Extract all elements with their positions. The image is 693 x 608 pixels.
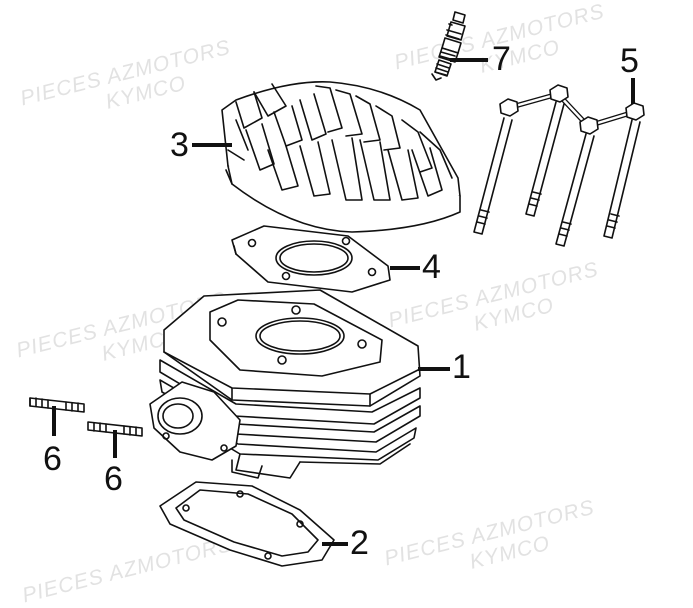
callout-3-cylinder-head: 3 [170, 126, 189, 164]
base-gasket-part[interactable] [159, 481, 335, 567]
callout-6-stud-right: 6 [104, 460, 123, 498]
callout-7-spark-plug: 7 [492, 40, 511, 78]
callout-2-base-gasket: 2 [350, 524, 369, 562]
spark-plug-part[interactable] [431, 11, 466, 81]
cylinder-head-part[interactable] [221, 81, 461, 233]
stud-right-part[interactable] [87, 421, 143, 437]
head-gasket-part[interactable] [231, 225, 391, 293]
leader-lines [52, 58, 635, 546]
callout-5-head-bolts: 5 [620, 42, 639, 80]
callout-6-stud-left: 6 [43, 440, 62, 478]
head-bolts-part[interactable] [473, 84, 645, 247]
stud-left-part[interactable] [29, 397, 85, 413]
callout-1-cylinder: 1 [452, 348, 471, 386]
callout-4-head-gasket: 4 [422, 248, 441, 286]
cylinder-part[interactable] [149, 289, 421, 479]
